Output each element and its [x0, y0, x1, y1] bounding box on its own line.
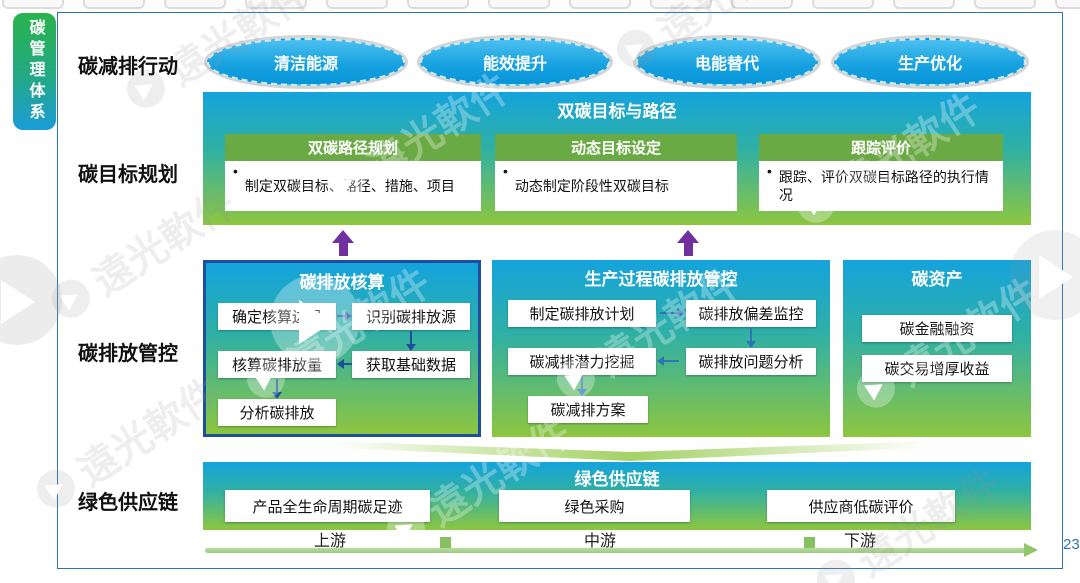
asset-panel: 碳资产 碳金融融资 碳交易增厚收益 [843, 260, 1031, 437]
card-title: 跟踪评价 [759, 134, 1003, 161]
axis-line [205, 548, 1025, 553]
axis-tick [440, 537, 451, 552]
flow-arrow-down-icon [406, 331, 416, 351]
axis-label-upstream: 上游 [313, 533, 346, 550]
row-label-actions: 碳减排行动 [78, 56, 178, 78]
action-ellipse-production-optimization: 生产优化 [834, 38, 1026, 86]
up-arrow-icon [332, 230, 354, 256]
step-define-boundary: 确定核算边界 [218, 303, 336, 330]
accounting-panel: 碳排放核算 确定核算边界 识别碳排放源 获取基础数据 核算碳排放量 分析碳排放 [203, 260, 481, 437]
top-strip-decoration [2, 0, 1080, 9]
target-panel: 双碳目标与路径 双碳路径规划 制定双碳目标、路径、措施、项目 动态目标设定 动态… [203, 92, 1031, 225]
item-green-procurement: 绿色采购 [499, 490, 690, 522]
asset-panel-title: 碳资产 [911, 270, 963, 289]
accounting-panel-title: 碳排放核算 [299, 273, 385, 292]
card-bullet: 跟踪、评价双碳目标路径的执行情况 [759, 161, 1003, 211]
row-label-supply: 绿色供应链 [78, 492, 178, 514]
action-ellipse-efficiency: 能效提升 [420, 38, 610, 86]
step-identify-sources: 识别碳排放源 [352, 303, 470, 330]
action-label: 能效提升 [482, 56, 547, 73]
flow-arrow-left-icon [337, 359, 352, 369]
flow-arrow-right-icon [337, 311, 352, 321]
step-problem-analysis: 碳排放问题分析 [686, 348, 816, 375]
flow-arrow-down-icon [272, 379, 282, 399]
step-emission-plan: 制定碳排放计划 [508, 300, 656, 327]
side-tab-carbon-management: 碳管理体系 [13, 13, 56, 130]
up-arrow-icon [677, 230, 699, 256]
action-label: 清洁能源 [273, 56, 338, 73]
item-carbon-finance: 碳金融融资 [862, 315, 1012, 342]
step-potential-mining: 碳减排潜力挖掘 [508, 348, 656, 375]
card-bullet: 制定双碳目标、路径、措施、项目 [225, 161, 481, 211]
flow-arrow-down-icon [746, 328, 756, 348]
card-title: 双碳路径规划 [225, 134, 481, 161]
side-tab-label: 碳管理体系 [26, 19, 44, 124]
card-path-planning: 双碳路径规划 制定双碳目标、路径、措施、项目 [225, 134, 481, 211]
item-carbon-trading: 碳交易增厚收益 [862, 355, 1012, 382]
step-collect-base-data: 获取基础数据 [352, 351, 470, 378]
action-ellipse-clean-energy: 清洁能源 [207, 38, 405, 86]
step-deviation-monitor: 碳排放偏差监控 [686, 300, 816, 327]
item-lifecycle-footprint: 产品全生命周期碳足迹 [225, 490, 430, 522]
process-panel-title: 生产过程碳排放管控 [584, 270, 738, 289]
page-number: 23 [1063, 536, 1080, 553]
action-label: 生产优化 [897, 56, 962, 73]
supply-panel: 绿色供应链 产品全生命周期碳足迹 绿色采购 供应商低碳评价 [203, 462, 1031, 530]
flow-arrow-down-icon [577, 376, 587, 396]
axis-label-midstream: 中游 [583, 533, 616, 550]
row-label-control: 碳排放管控 [78, 343, 178, 365]
yuanguang-logo-icon [0, 255, 62, 345]
card-dynamic-target: 动态目标设定 动态制定阶段性双碳目标 [495, 134, 737, 211]
action-label: 电能替代 [694, 56, 759, 73]
step-reduction-scheme: 碳减排方案 [528, 396, 648, 423]
flow-arrow-right-icon [660, 308, 685, 318]
supply-panel-title: 绿色供应链 [574, 470, 660, 489]
item-supplier-evaluation: 供应商低碳评价 [767, 490, 955, 522]
axis-arrowhead-icon [1024, 543, 1038, 557]
step-account-emissions: 核算碳排放量 [218, 351, 336, 378]
step-analyze-emissions: 分析碳排放 [218, 399, 336, 426]
action-ellipse-electrification: 电能替代 [636, 38, 818, 86]
axis-label-downstream: 下游 [843, 533, 876, 550]
card-tracking-evaluation: 跟踪评价 跟踪、评价双碳目标路径的执行情况 [759, 134, 1003, 211]
row-label-targets: 碳目标规划 [78, 164, 178, 186]
flow-arrow-left-icon [657, 356, 679, 366]
axis-tick [804, 537, 815, 552]
card-bullet: 动态制定阶段性双碳目标 [495, 161, 737, 211]
card-title: 动态目标设定 [495, 134, 737, 161]
target-panel-title: 双碳目标与路径 [557, 102, 677, 121]
process-panel: 生产过程碳排放管控 制定碳排放计划 碳排放偏差监控 碳排放问题分析 碳减排潜力挖… [492, 260, 830, 437]
